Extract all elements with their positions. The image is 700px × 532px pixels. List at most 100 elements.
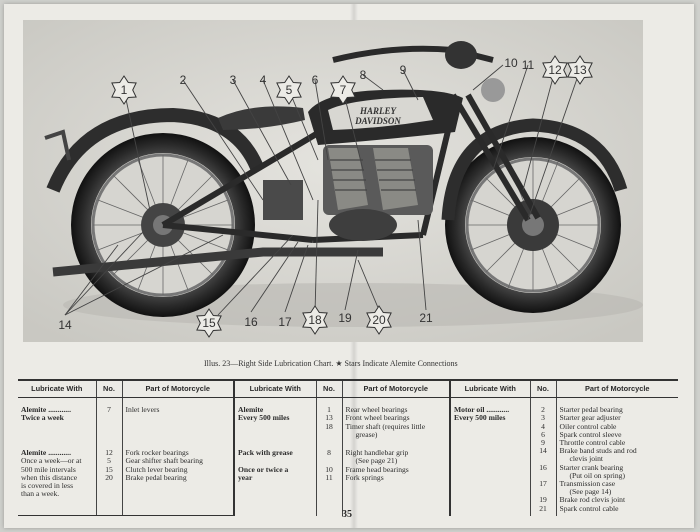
table-header-row: Lubricate With No. Part of Motorcycle Lu…: [18, 379, 678, 399]
cell-line: 8: [327, 448, 331, 458]
cell-line: 16: [539, 462, 547, 472]
callout-6: 6: [312, 73, 319, 87]
alemite-star-icon: [276, 75, 302, 105]
callout-13: 13: [567, 55, 593, 85]
callout-21: 21: [419, 311, 433, 325]
callout-number: 7: [340, 83, 347, 97]
part-cell: Inlet levers: [122, 405, 235, 442]
cell-line: Fork rocker bearings: [125, 448, 189, 458]
front-wheel: [445, 137, 621, 313]
callout-12: 12: [542, 55, 568, 85]
cell-line: Alemite ............: [21, 448, 71, 458]
cell-line: 14: [539, 446, 547, 456]
header-no-1: No.: [96, 379, 123, 399]
page-number: 35: [342, 509, 352, 520]
callout-number: 20: [372, 313, 386, 327]
cell-line: (Put oil on spring): [569, 470, 625, 480]
cell-line: Brake rod clevis joint: [559, 495, 626, 505]
cell-line: Rear wheel bearings: [345, 405, 408, 415]
callout-8: 8: [360, 68, 367, 82]
cell-line: clevis joint: [569, 454, 604, 464]
tank-logo: HARLEY: [359, 106, 398, 116]
lubricant-cell: Motor oil ............Every 500 miles: [450, 405, 531, 516]
cell-line: Alemite ............: [21, 405, 71, 415]
lubrication-table: Lubricate With No. Part of Motorcycle Lu…: [18, 379, 678, 517]
cell-line: Once or twice a: [238, 464, 289, 474]
callout-15: 15: [196, 308, 222, 338]
callout-9: 9: [400, 63, 407, 77]
cell-line: 18: [325, 421, 333, 431]
callout-number: 15: [202, 316, 216, 330]
alemite-star-icon: [542, 55, 568, 85]
cell-line: Clutch lever bearing: [125, 464, 188, 474]
cell-line: Every 500 miles: [238, 413, 290, 423]
cell-line: Frame head bearings: [345, 464, 409, 474]
cell-line: Brake band studs and rod: [559, 446, 637, 456]
cell-line: Fork springs: [345, 472, 384, 482]
book-page: HARLEY DAVIDSON: [4, 4, 694, 528]
cell-line: Motor oil ............: [454, 405, 510, 415]
cell-line: (See page 21): [355, 456, 398, 466]
cell-line: Right handlebar grip: [345, 448, 409, 458]
callout-number: 4: [260, 73, 267, 87]
callout-10: 10: [504, 56, 518, 70]
callout-number: 11: [522, 58, 535, 72]
callout-number: 12: [548, 63, 562, 77]
table-row: Alemite ............Twice a week 7 Inlet…: [18, 405, 678, 516]
lubricant-cell: Alemite ............Twice a week: [18, 405, 97, 442]
cell-line: 19: [539, 495, 547, 505]
part-cell: Right handlebar grip(See page 21)Frame h…: [342, 448, 451, 516]
figure-caption: Illus. 23—Right Side Lubrication Chart. …: [204, 359, 458, 368]
callout-number: 6: [312, 73, 319, 87]
header-no-2: No.: [316, 379, 343, 399]
callout-4: 4: [260, 73, 267, 87]
cell-line: 4: [541, 421, 545, 431]
callout-number: 2: [180, 73, 187, 87]
cell-line: Transmission case: [559, 479, 616, 489]
alemite-star-icon: [330, 75, 356, 105]
cell-line: than a week.: [21, 489, 60, 499]
callout-number: 13: [573, 63, 587, 77]
cell-line: 10: [325, 464, 333, 474]
cell-line: 20: [105, 472, 113, 482]
cell-line: Brake pedal bearing: [125, 472, 187, 482]
cell-line: 3: [541, 413, 545, 423]
cell-line: 21: [539, 503, 547, 513]
callout-number: 9: [400, 63, 407, 77]
callout-number: 17: [278, 315, 292, 329]
cell-line: 500 mile intervals: [21, 464, 76, 474]
cell-line: 15: [105, 464, 113, 474]
cell-line: Gear shifter shaft bearing: [125, 456, 203, 466]
cell-line: Once a week—or at: [21, 456, 82, 466]
cell-line: Twice a week: [21, 413, 64, 423]
cell-line: Alemite: [238, 405, 264, 415]
cell-line: 1: [327, 405, 331, 415]
alemite-star-icon: [111, 75, 137, 105]
cell-line: 6: [541, 429, 545, 439]
alemite-star-icon: [196, 308, 222, 338]
cell-line: 12: [105, 448, 113, 458]
cell-line: 9: [541, 438, 545, 448]
callout-14: 14: [58, 318, 72, 332]
cell-line: (See page 14): [569, 487, 612, 497]
alemite-star-icon: [366, 305, 392, 335]
cell-line: 2: [541, 405, 545, 415]
cell-line: Starter crank bearing: [559, 462, 624, 472]
cell-line: when this distance: [21, 472, 78, 482]
header-lubricate-with-3: Lubricate With: [450, 379, 531, 399]
callout-number: 16: [244, 315, 258, 329]
callout-5: 5: [276, 75, 302, 105]
callout-17: 17: [278, 315, 292, 329]
cell-line: 7: [107, 405, 111, 415]
callout-number: 3: [230, 73, 237, 87]
header-part-3: Part of Motorcycle: [556, 379, 678, 399]
callout-18: 18: [302, 305, 328, 335]
motorcycle-photo: HARLEY DAVIDSON: [23, 20, 643, 342]
callout-19: 19: [338, 311, 352, 325]
